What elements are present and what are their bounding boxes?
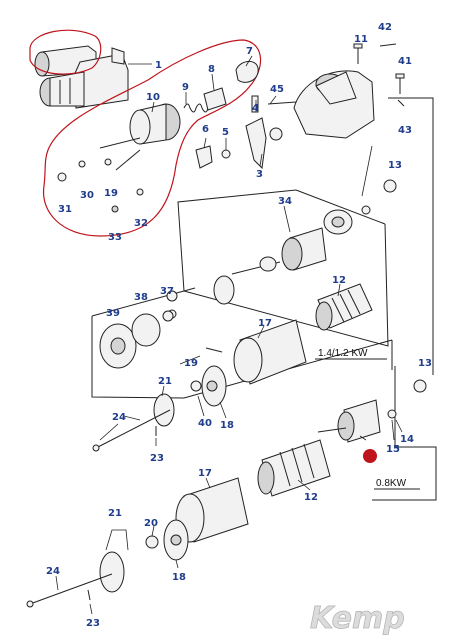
label-8: 8: [208, 64, 215, 75]
label-6: 6: [202, 124, 209, 135]
end-cap-upper: [92, 393, 175, 452]
label-23-upper: 23: [150, 453, 164, 464]
label-38: 38: [134, 292, 148, 303]
part-labels: 1 7 8 9 10 45 4 5 6 3 11 42 41 43 13 30 …: [46, 22, 432, 629]
highlight-outline-solenoid-group: [42, 39, 262, 237]
label-17-upper: 17: [258, 318, 272, 329]
label-19-upper: 19: [104, 188, 118, 199]
drive-section: [166, 179, 397, 319]
label-17-lower: 17: [198, 468, 212, 479]
label-42: 42: [378, 22, 392, 33]
brush-holder-upper: [99, 310, 174, 369]
highlight-dot: [363, 449, 377, 463]
label-39: 39: [106, 308, 120, 319]
label-9: 9: [182, 82, 189, 93]
label-12-upper: 12: [332, 275, 346, 286]
label-14: 14: [400, 434, 414, 445]
label-1: 1: [155, 60, 162, 71]
label-23-lower: 23: [86, 618, 100, 629]
label-21-upper: 21: [158, 376, 172, 387]
label-11: 11: [354, 34, 368, 45]
label-12-lower: 12: [304, 492, 318, 503]
highlight-outline-solenoid: [29, 29, 102, 75]
label-19-mid: 19: [184, 358, 198, 369]
label-24-upper: 24: [112, 412, 126, 423]
label-13-upper: 13: [388, 160, 402, 171]
drive-lower: [317, 379, 427, 443]
label-15: 15: [386, 444, 400, 455]
label-37: 37: [160, 286, 174, 297]
label-43: 43: [398, 125, 412, 136]
rating-high: 1.4/1.2 KW: [318, 348, 368, 359]
label-20: 20: [144, 518, 158, 529]
label-16-highlight: 16: [363, 449, 377, 463]
label-18-lower: 18: [172, 572, 186, 583]
label-10: 10: [146, 92, 160, 103]
label-30: 30: [80, 190, 94, 201]
label-34: 34: [278, 196, 292, 207]
label-32: 32: [134, 218, 148, 229]
label-31: 31: [58, 204, 72, 215]
armature-lower: [257, 439, 331, 497]
bolts-upper: [353, 43, 405, 107]
end-frame-upper: [190, 347, 227, 407]
end-frame-lower: [145, 519, 189, 561]
solenoid-parts: [57, 61, 259, 213]
leader-lines: [55, 55, 403, 615]
starter-assembly: [34, 45, 129, 109]
rating-low: 0.8KW: [376, 478, 407, 489]
label-3: 3: [256, 169, 263, 180]
label-40: 40: [198, 418, 212, 429]
drive-end-housing: [267, 70, 375, 141]
armature-upper: [315, 283, 373, 331]
label-21-lower: 21: [108, 508, 122, 519]
shift-lever-parts: [195, 95, 267, 170]
label-5: 5: [222, 127, 229, 138]
label-16: 16: [363, 452, 377, 463]
label-33: 33: [108, 232, 122, 243]
label-45: 45: [270, 84, 284, 95]
label-7: 7: [246, 46, 253, 57]
kemp-logo: Kemp: [310, 601, 405, 636]
label-41: 41: [398, 56, 412, 67]
label-4: 4: [252, 103, 259, 114]
field-housing-lower: [175, 477, 249, 543]
label-24-lower: 24: [46, 566, 60, 577]
end-cap-lower: [26, 551, 125, 608]
field-housing-upper: [233, 319, 307, 385]
label-13-lower: 13: [418, 358, 432, 369]
label-18-upper: 18: [220, 420, 234, 431]
